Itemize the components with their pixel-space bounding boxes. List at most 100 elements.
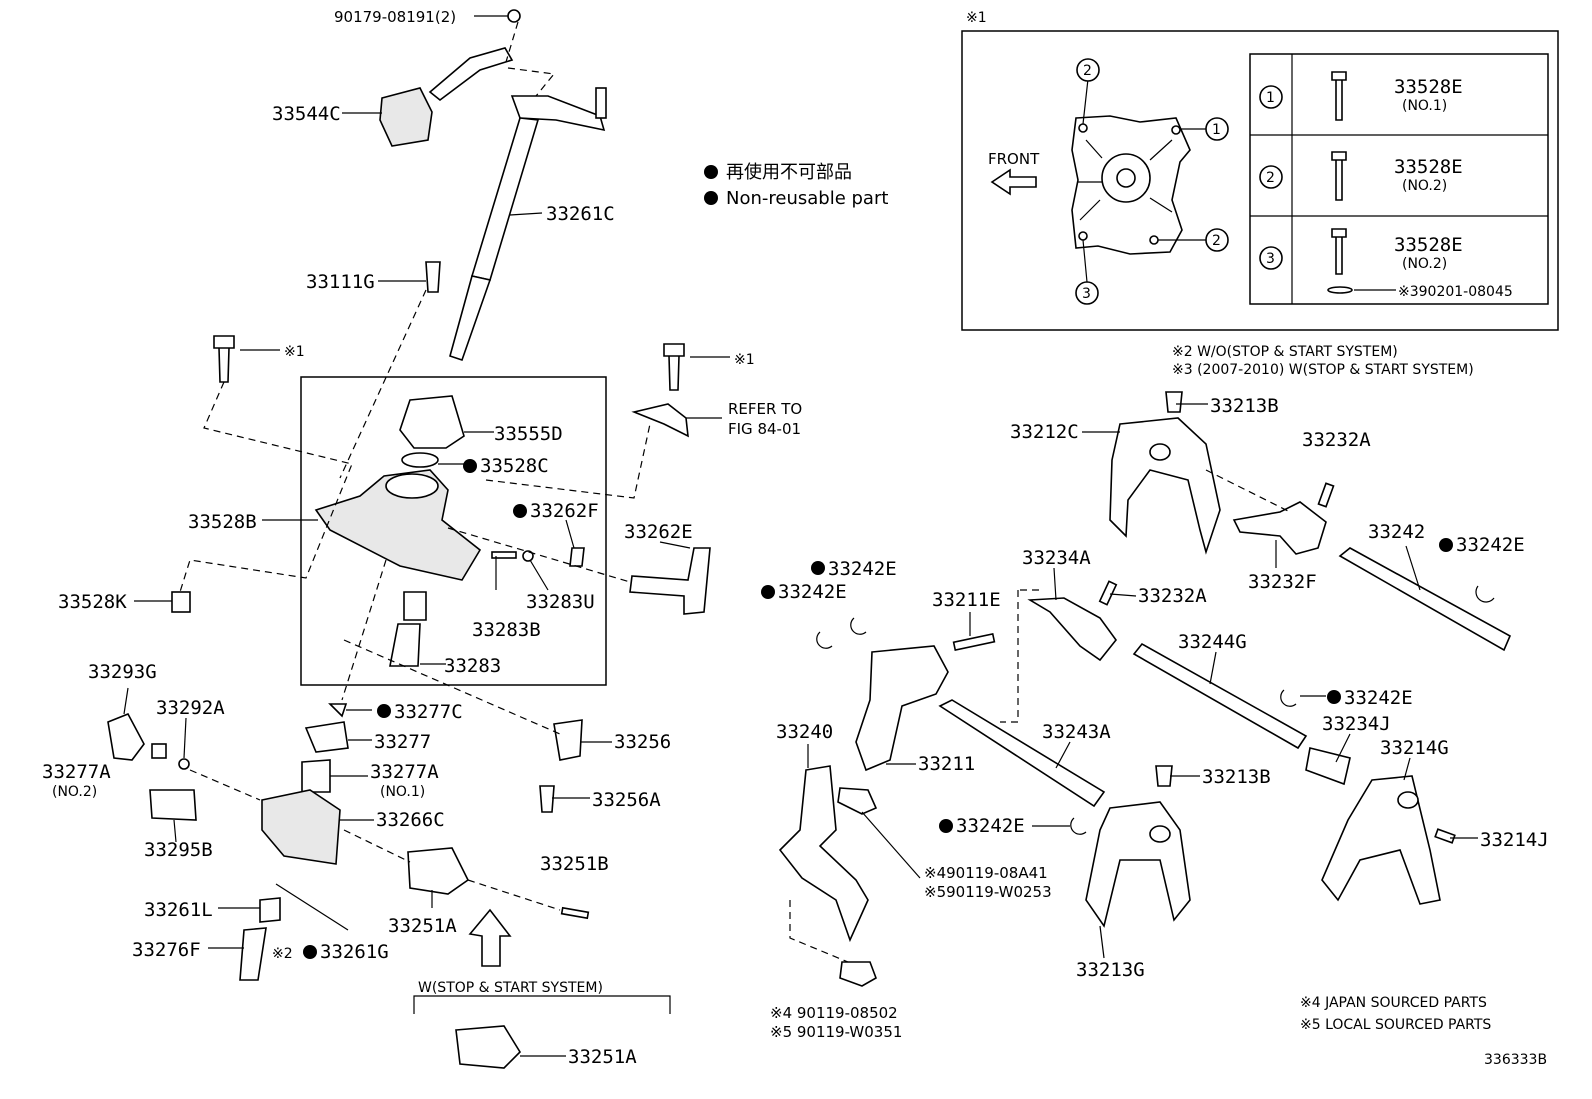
clip-33242E-left-b — [850, 617, 867, 635]
pin-33251B — [560, 906, 590, 920]
rail-33242 — [1338, 547, 1512, 652]
cover-hole — [1116, 168, 1136, 188]
label-no2: (NO.2) — [52, 784, 97, 800]
washer-icon — [1327, 286, 1353, 294]
label-33277: 33277 — [374, 731, 431, 753]
note-3: ※3 (2007-2010) W(STOP & START SYSTEM) — [1172, 362, 1474, 378]
install-arrow-icon — [468, 908, 512, 967]
note-4: ※4 JAPAN SOURCED PARTS — [1300, 995, 1487, 1011]
interlock-33240 — [778, 765, 869, 943]
clip-33262F — [569, 547, 585, 567]
bolt-icon — [1331, 228, 1347, 275]
switch-33251A-ss — [455, 1025, 522, 1069]
bolt-33256A — [539, 785, 555, 813]
row-num-circle — [1259, 246, 1283, 270]
label-33283: 33283 — [444, 655, 501, 677]
row-num: 3 — [1266, 251, 1275, 267]
row-num: 1 — [1266, 90, 1275, 106]
bolt-90119-08A41 — [837, 787, 878, 815]
bolt-90119-08502 — [839, 961, 877, 987]
label-33232A-top: 33232A — [1302, 429, 1371, 451]
clip-33242E-left-a — [816, 631, 833, 649]
label-33261C: 33261C — [546, 203, 615, 225]
circle-num-2a — [1076, 58, 1100, 82]
pin-33232A-top — [1317, 482, 1335, 508]
leader-lines — [123, 15, 1478, 1057]
bolt-hole-2-top — [1078, 123, 1088, 133]
bolt-33213B-top — [1165, 391, 1183, 413]
note-5: ※5 LOCAL SOURCED PARTS — [1300, 1017, 1491, 1033]
pin-33214J — [1434, 828, 1456, 844]
rail-33244G — [1132, 642, 1308, 750]
label-stop-start: W(STOP & START SYSTEM) — [418, 980, 603, 996]
label-33262E: 33262E — [624, 521, 693, 543]
label-33555D: 33555D — [494, 423, 563, 445]
pin-33232A-mid — [1098, 580, 1118, 606]
head-33232F — [1232, 501, 1327, 555]
label-33544C: 33544C — [272, 103, 341, 125]
legend-en: Non-reusable part — [726, 188, 888, 209]
label-33292A: 33292A — [156, 697, 225, 719]
nonreusable-dot — [1439, 538, 1453, 552]
label-33528C: 33528C — [480, 455, 549, 477]
spring-33283 — [403, 591, 427, 621]
cap-33277 — [304, 721, 349, 753]
nonreusable-dot — [463, 459, 477, 473]
bolt-icon — [1331, 71, 1347, 121]
label-33283U: 33283U — [526, 591, 595, 613]
label-33242E-left-a: 33242E — [828, 558, 897, 580]
legend-jp: 再使用不可部品 — [726, 162, 852, 183]
table-row: 1 33528E (NO.1) — [1259, 71, 1463, 121]
table-row: 3 33528E (NO.2) ※390201-08045 — [1259, 228, 1513, 300]
note-2: ※2 W/O(STOP & START SYSTEM) — [1172, 344, 1398, 360]
label-33251A-ss: 33251A — [568, 1046, 637, 1068]
row-num-circle — [1259, 165, 1283, 189]
spring-33234J — [1305, 747, 1351, 786]
label-33232A-mid: 33232A — [1138, 585, 1207, 607]
circle-num-2a-text: 2 — [1083, 63, 1092, 79]
label-bolt-5-W0253: ※590119-W0253 — [924, 883, 1052, 901]
label-33242E-right: 33242E — [1456, 534, 1525, 556]
label-33256: 33256 — [614, 731, 671, 753]
circle-num-1 — [1205, 117, 1229, 141]
clip-33242E-mid — [1280, 689, 1297, 707]
nonreusable-dot — [303, 945, 317, 959]
dashed-guides — [179, 21, 1291, 963]
label-33211E: 33211E — [932, 589, 1001, 611]
label-33243A: 33243A — [1042, 721, 1111, 743]
label-mark1-right: ※1 — [734, 352, 755, 368]
bolt-left — [213, 335, 235, 383]
bushing-33528K — [171, 591, 191, 613]
nonreusable-dot — [761, 585, 775, 599]
label-33242: 33242 — [1368, 521, 1425, 543]
bolt-hole-2-bottom — [1149, 235, 1159, 245]
label-33277C: 33277C — [394, 701, 463, 723]
label-bolt-5-W0351: ※5 90119-W0351 — [770, 1023, 902, 1041]
row-extra: ※390201-08045 — [1398, 284, 1513, 300]
inset-mark: ※1 — [966, 10, 987, 26]
seal-33528C — [401, 452, 439, 468]
circle-num-2b — [1205, 228, 1229, 252]
ball-33283U — [522, 550, 534, 562]
label-bolt-4-08502: ※4 90119-08502 — [770, 1004, 898, 1022]
label-33244G: 33244G — [1178, 631, 1247, 653]
label-33212C: 33212C — [1010, 421, 1079, 443]
fork-33212C — [1109, 417, 1221, 555]
clip-33242E-top-right — [1475, 585, 1495, 603]
ring-33277C — [328, 703, 348, 718]
label-33242E-bottom: 33242E — [956, 815, 1025, 837]
circle-num-3 — [1075, 281, 1099, 305]
nonreusable-dot — [377, 704, 391, 718]
housing-group-box — [300, 376, 607, 686]
row-part: 33528E — [1394, 156, 1463, 178]
lever-33256 — [553, 719, 583, 761]
label-33232F: 33232F — [1248, 571, 1317, 593]
label-33293G: 33293G — [88, 661, 157, 683]
leader — [1082, 78, 1089, 125]
bolt-hole-1 — [1171, 125, 1181, 135]
shift-lever-33544C — [379, 9, 521, 147]
legend: 再使用不可部品 Non-reusable part — [704, 162, 888, 209]
label-33251A: 33251A — [388, 915, 457, 937]
label-33213B-mid: 33213B — [1202, 766, 1271, 788]
bushing-33261L — [259, 897, 281, 923]
